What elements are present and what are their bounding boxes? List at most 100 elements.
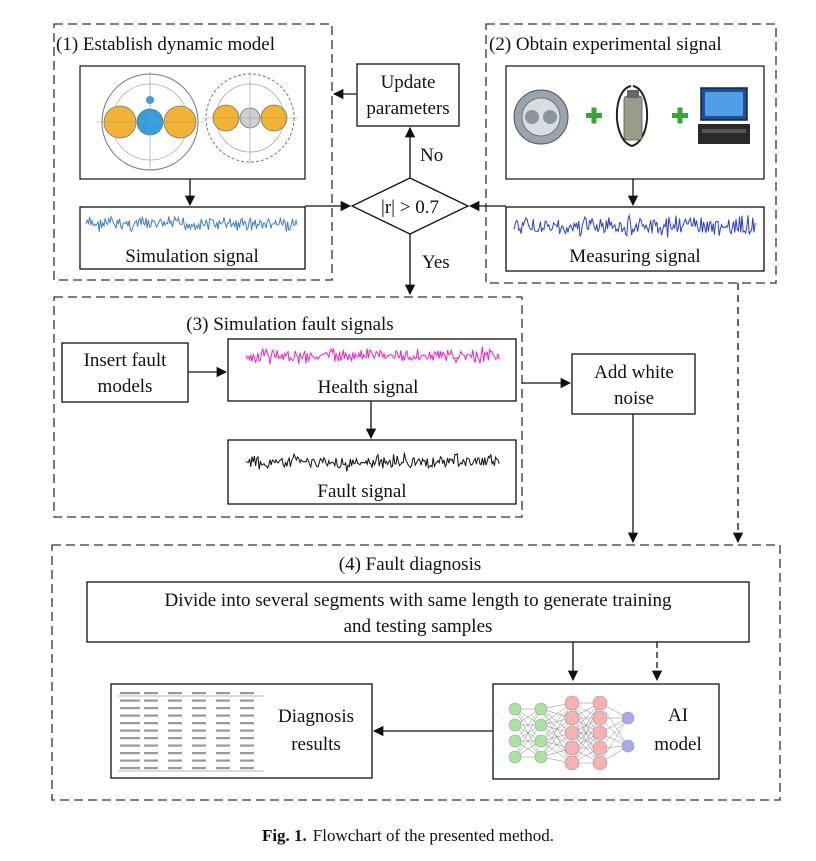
table-cell: [192, 744, 206, 747]
table-cell: [168, 699, 182, 702]
nn-connection: [514, 724, 542, 758]
nn-neuron: [592, 710, 608, 726]
nn-connection: [514, 708, 542, 758]
table-cell: [192, 714, 206, 717]
table-cell: [240, 744, 254, 747]
table-cell: [144, 692, 158, 695]
nn-connection: [571, 717, 601, 764]
nn-connection: [540, 708, 573, 764]
dynamic-model-image: [79, 65, 306, 180]
nn-neuron: [534, 750, 548, 764]
table-cell: [168, 722, 182, 725]
update-parameters-box: [356, 63, 460, 127]
table-cell: [240, 699, 254, 702]
table-cell: [168, 692, 182, 695]
nn-neuron: [564, 695, 580, 711]
table-cell: [216, 722, 230, 725]
plus-icon: [672, 107, 688, 124]
diagnosis-results-line2: results: [291, 734, 341, 755]
table-cell: [216, 744, 230, 747]
table-cell: [192, 767, 206, 770]
health-signal-box: [227, 338, 517, 402]
table-cell: [240, 722, 254, 725]
nn-neuron: [592, 695, 608, 711]
table-cell: [144, 699, 158, 702]
table-cell: [120, 752, 140, 755]
table-cell: [120, 699, 140, 702]
computer-icon: [698, 87, 750, 144]
nn-neuron: [564, 710, 580, 726]
update-parameters-line2: parameters: [366, 98, 449, 119]
nn-neuron: [564, 725, 580, 741]
figure-caption: Fig. 1.Flowchart of the presented method…: [0, 826, 816, 846]
table-cell: [120, 759, 140, 762]
table-cell: [240, 729, 254, 732]
table-cell: [192, 752, 206, 755]
insert-fault-models-line2: models: [98, 376, 153, 397]
nn-neuron: [621, 711, 635, 725]
table-cell: [216, 714, 230, 717]
table-cell: [144, 767, 158, 770]
section-3-title: (3) Simulation fault signals: [186, 314, 393, 335]
divide-segments-line2: and testing samples: [344, 616, 493, 637]
nn-neuron: [508, 718, 522, 732]
measuring-signal-box: [505, 206, 765, 272]
nn-connection: [599, 702, 629, 747]
table-cell: [216, 737, 230, 740]
nn-neuron: [564, 740, 580, 756]
fault-signal-box: [227, 439, 517, 505]
table-cell: [168, 744, 182, 747]
nn-neuron: [508, 702, 522, 716]
table-cell: [120, 737, 140, 740]
table-cell: [144, 714, 158, 717]
table-cell: [120, 707, 140, 710]
table-cell: [168, 707, 182, 710]
update-parameters-line1: Update: [381, 72, 436, 93]
yes-label: Yes: [422, 252, 450, 273]
nn-connection: [571, 702, 601, 749]
measuring-signal-waveform: [513, 213, 756, 238]
nn-connection: [540, 717, 573, 758]
table-cell: [120, 744, 140, 747]
table-cell: [168, 737, 182, 740]
results-table-thumbnail: [118, 692, 264, 772]
table-cell: [216, 729, 230, 732]
divide-segments-box: [86, 581, 750, 643]
nn-neuron: [621, 739, 635, 753]
no-label: No: [420, 145, 443, 166]
reducer-icon: [513, 89, 569, 145]
table-cell: [120, 729, 140, 732]
insert-fault-models-line1: Insert fault: [84, 350, 168, 371]
nn-neuron: [592, 725, 608, 741]
nn-neuron: [592, 755, 608, 771]
table-cell: [192, 737, 206, 740]
insert-fault-models-box: [61, 342, 189, 403]
add-white-noise-line1: Add white: [594, 362, 674, 383]
table-cell: [120, 767, 140, 770]
add-white-noise-box: [571, 353, 696, 415]
table-cell: [192, 692, 206, 695]
nn-neuron: [592, 740, 608, 756]
sensor-icon: [615, 85, 649, 148]
table-cell: [192, 722, 206, 725]
table-cell: [120, 692, 140, 695]
health-signal-waveform: [245, 346, 500, 365]
nn-neuron: [534, 734, 548, 748]
table-cell: [240, 692, 254, 695]
table-cell: [192, 759, 206, 762]
table-cell: [144, 744, 158, 747]
section-2-frame: [485, 23, 777, 284]
ai-model-line2: model: [654, 734, 702, 755]
decision-label: |r| > 0.7: [381, 197, 439, 218]
table-cell: [240, 767, 254, 770]
table-cell: [216, 692, 230, 695]
table-cell: [216, 767, 230, 770]
section-4-frame: [51, 544, 781, 801]
table-cell: [168, 767, 182, 770]
table-cell: [192, 699, 206, 702]
nn-connection: [540, 708, 573, 749]
table-cell: [144, 759, 158, 762]
add-white-noise-line2: noise: [614, 388, 654, 409]
measuring-signal-label: Measuring signal: [569, 246, 700, 267]
table-cell: [192, 707, 206, 710]
